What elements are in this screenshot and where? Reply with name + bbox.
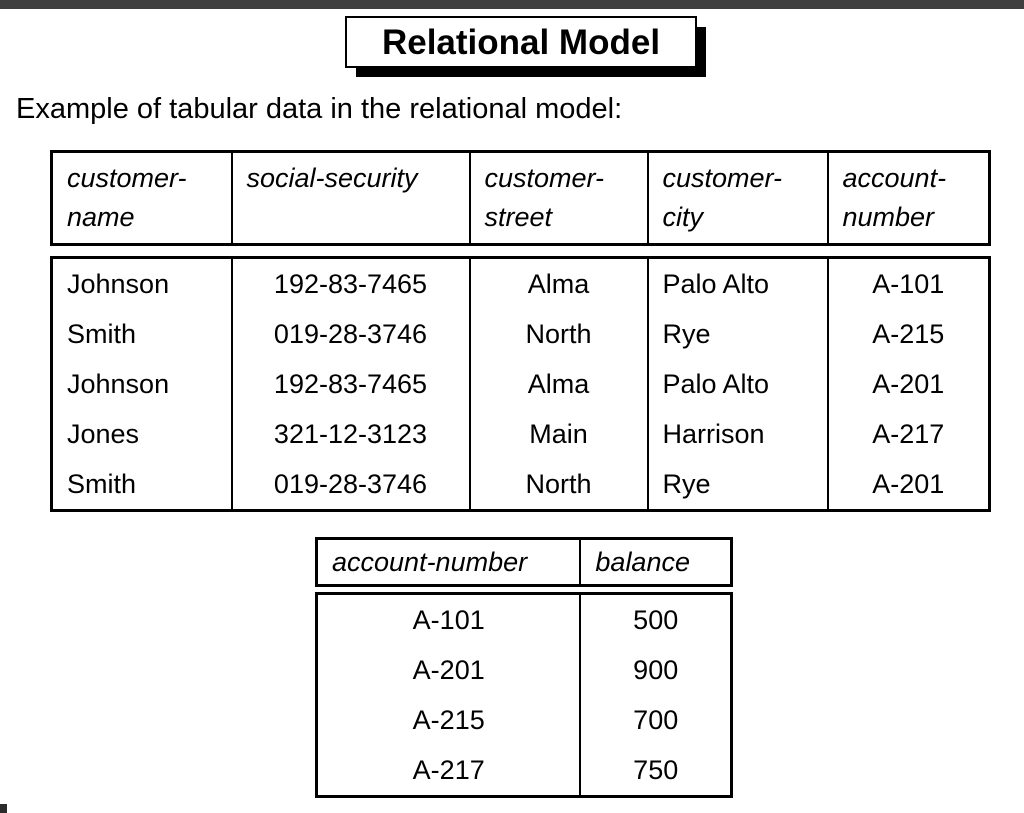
cell-account-number: A-217	[826, 409, 990, 459]
cell-customer-name: Johnson	[51, 359, 233, 409]
table-header-row: account-number balance	[316, 538, 732, 586]
cell-customer-name: Johnson	[51, 257, 233, 309]
cell-customer-city: Rye	[646, 309, 829, 359]
header-line-2: name	[67, 202, 135, 233]
cell-customer-city: Palo Alto	[646, 359, 829, 409]
cell-balance: 900	[579, 645, 732, 695]
cell-account-number: A-201	[316, 645, 582, 695]
bottom-left-artifact	[0, 804, 7, 813]
header-line-2: city	[662, 202, 704, 233]
table-row: Johnson 192-83-7465 Alma Palo Alto A-101	[51, 257, 990, 309]
cell-balance: 750	[579, 745, 732, 797]
table-row: A-217 750	[316, 745, 732, 797]
table-row: A-101 500	[316, 593, 732, 645]
cell-customer-street: North	[468, 459, 649, 511]
table-header-row: customer- name social-security customer-…	[51, 151, 990, 245]
table-row: Johnson 192-83-7465 Alma Palo Alto A-201	[51, 359, 990, 409]
cell-social-security: 321-12-3123	[230, 409, 471, 459]
header-line-1: account-	[842, 163, 947, 193]
customer-table-body: Johnson 192-83-7465 Alma Palo Alto A-101…	[50, 256, 991, 512]
column-header-social-security: social-security	[230, 151, 471, 245]
account-table-body: A-101 500 A-201 900 A-215 700 A-217 750	[315, 592, 733, 798]
customer-table-header: customer- name social-security customer-…	[50, 150, 991, 247]
column-header-account-number: account- number	[826, 151, 990, 245]
cell-social-security: 192-83-7465	[230, 359, 471, 409]
cell-social-security: 019-28-3746	[230, 309, 471, 359]
intro-text: Example of tabular data in the relationa…	[16, 93, 623, 125]
column-header-customer-city: customer- city	[646, 151, 829, 245]
cell-account-number: A-101	[826, 257, 990, 309]
cell-account-number: A-215	[826, 309, 990, 359]
header-line-2: number	[842, 202, 935, 233]
slide-title-container: Relational Model	[345, 16, 706, 77]
column-header-customer-name: customer- name	[51, 151, 233, 245]
top-decorative-strip	[0, 0, 1024, 9]
page-title: Relational Model	[381, 22, 661, 62]
cell-account-number: A-215	[316, 695, 582, 745]
column-header-balance: balance	[579, 538, 732, 586]
cell-customer-name: Jones	[51, 409, 233, 459]
cell-social-security: 192-83-7465	[230, 257, 471, 309]
header-line-1: customer-	[484, 163, 605, 193]
cell-customer-name: Smith	[51, 459, 233, 511]
cell-account-number: A-217	[316, 745, 582, 797]
cell-customer-city: Harrison	[646, 409, 829, 459]
cell-social-security: 019-28-3746	[230, 459, 471, 511]
table-row: Jones 321-12-3123 Main Harrison A-217	[51, 409, 990, 459]
cell-customer-city: Rye	[646, 459, 829, 511]
cell-customer-street: Alma	[468, 257, 649, 309]
cell-balance: 700	[579, 695, 732, 745]
cell-customer-city: Palo Alto	[646, 257, 829, 309]
table-row: A-215 700	[316, 695, 732, 745]
header-line-1: customer-	[662, 163, 783, 193]
header-line-2: street	[484, 202, 553, 233]
cell-customer-street: Main	[468, 409, 649, 459]
cell-balance: 500	[579, 593, 732, 645]
column-header-account-number: account-number	[316, 538, 582, 586]
header-line-2	[247, 198, 455, 237]
table-row: Smith 019-28-3746 North Rye A-201	[51, 459, 990, 511]
cell-account-number: A-201	[826, 359, 990, 409]
account-table-header: account-number balance	[315, 537, 733, 588]
cell-account-number: A-201	[826, 459, 990, 511]
cell-customer-street: Alma	[468, 359, 649, 409]
slide-title-box: Relational Model	[345, 16, 697, 68]
header-line-1: customer-	[67, 163, 187, 193]
table-row: A-201 900	[316, 645, 732, 695]
header-line-1: social-security	[246, 163, 418, 193]
cell-customer-street: North	[468, 309, 649, 359]
column-header-customer-street: customer- street	[468, 151, 649, 245]
table-row: Smith 019-28-3746 North Rye A-215	[51, 309, 990, 359]
cell-customer-name: Smith	[51, 309, 233, 359]
cell-account-number: A-101	[316, 593, 582, 645]
